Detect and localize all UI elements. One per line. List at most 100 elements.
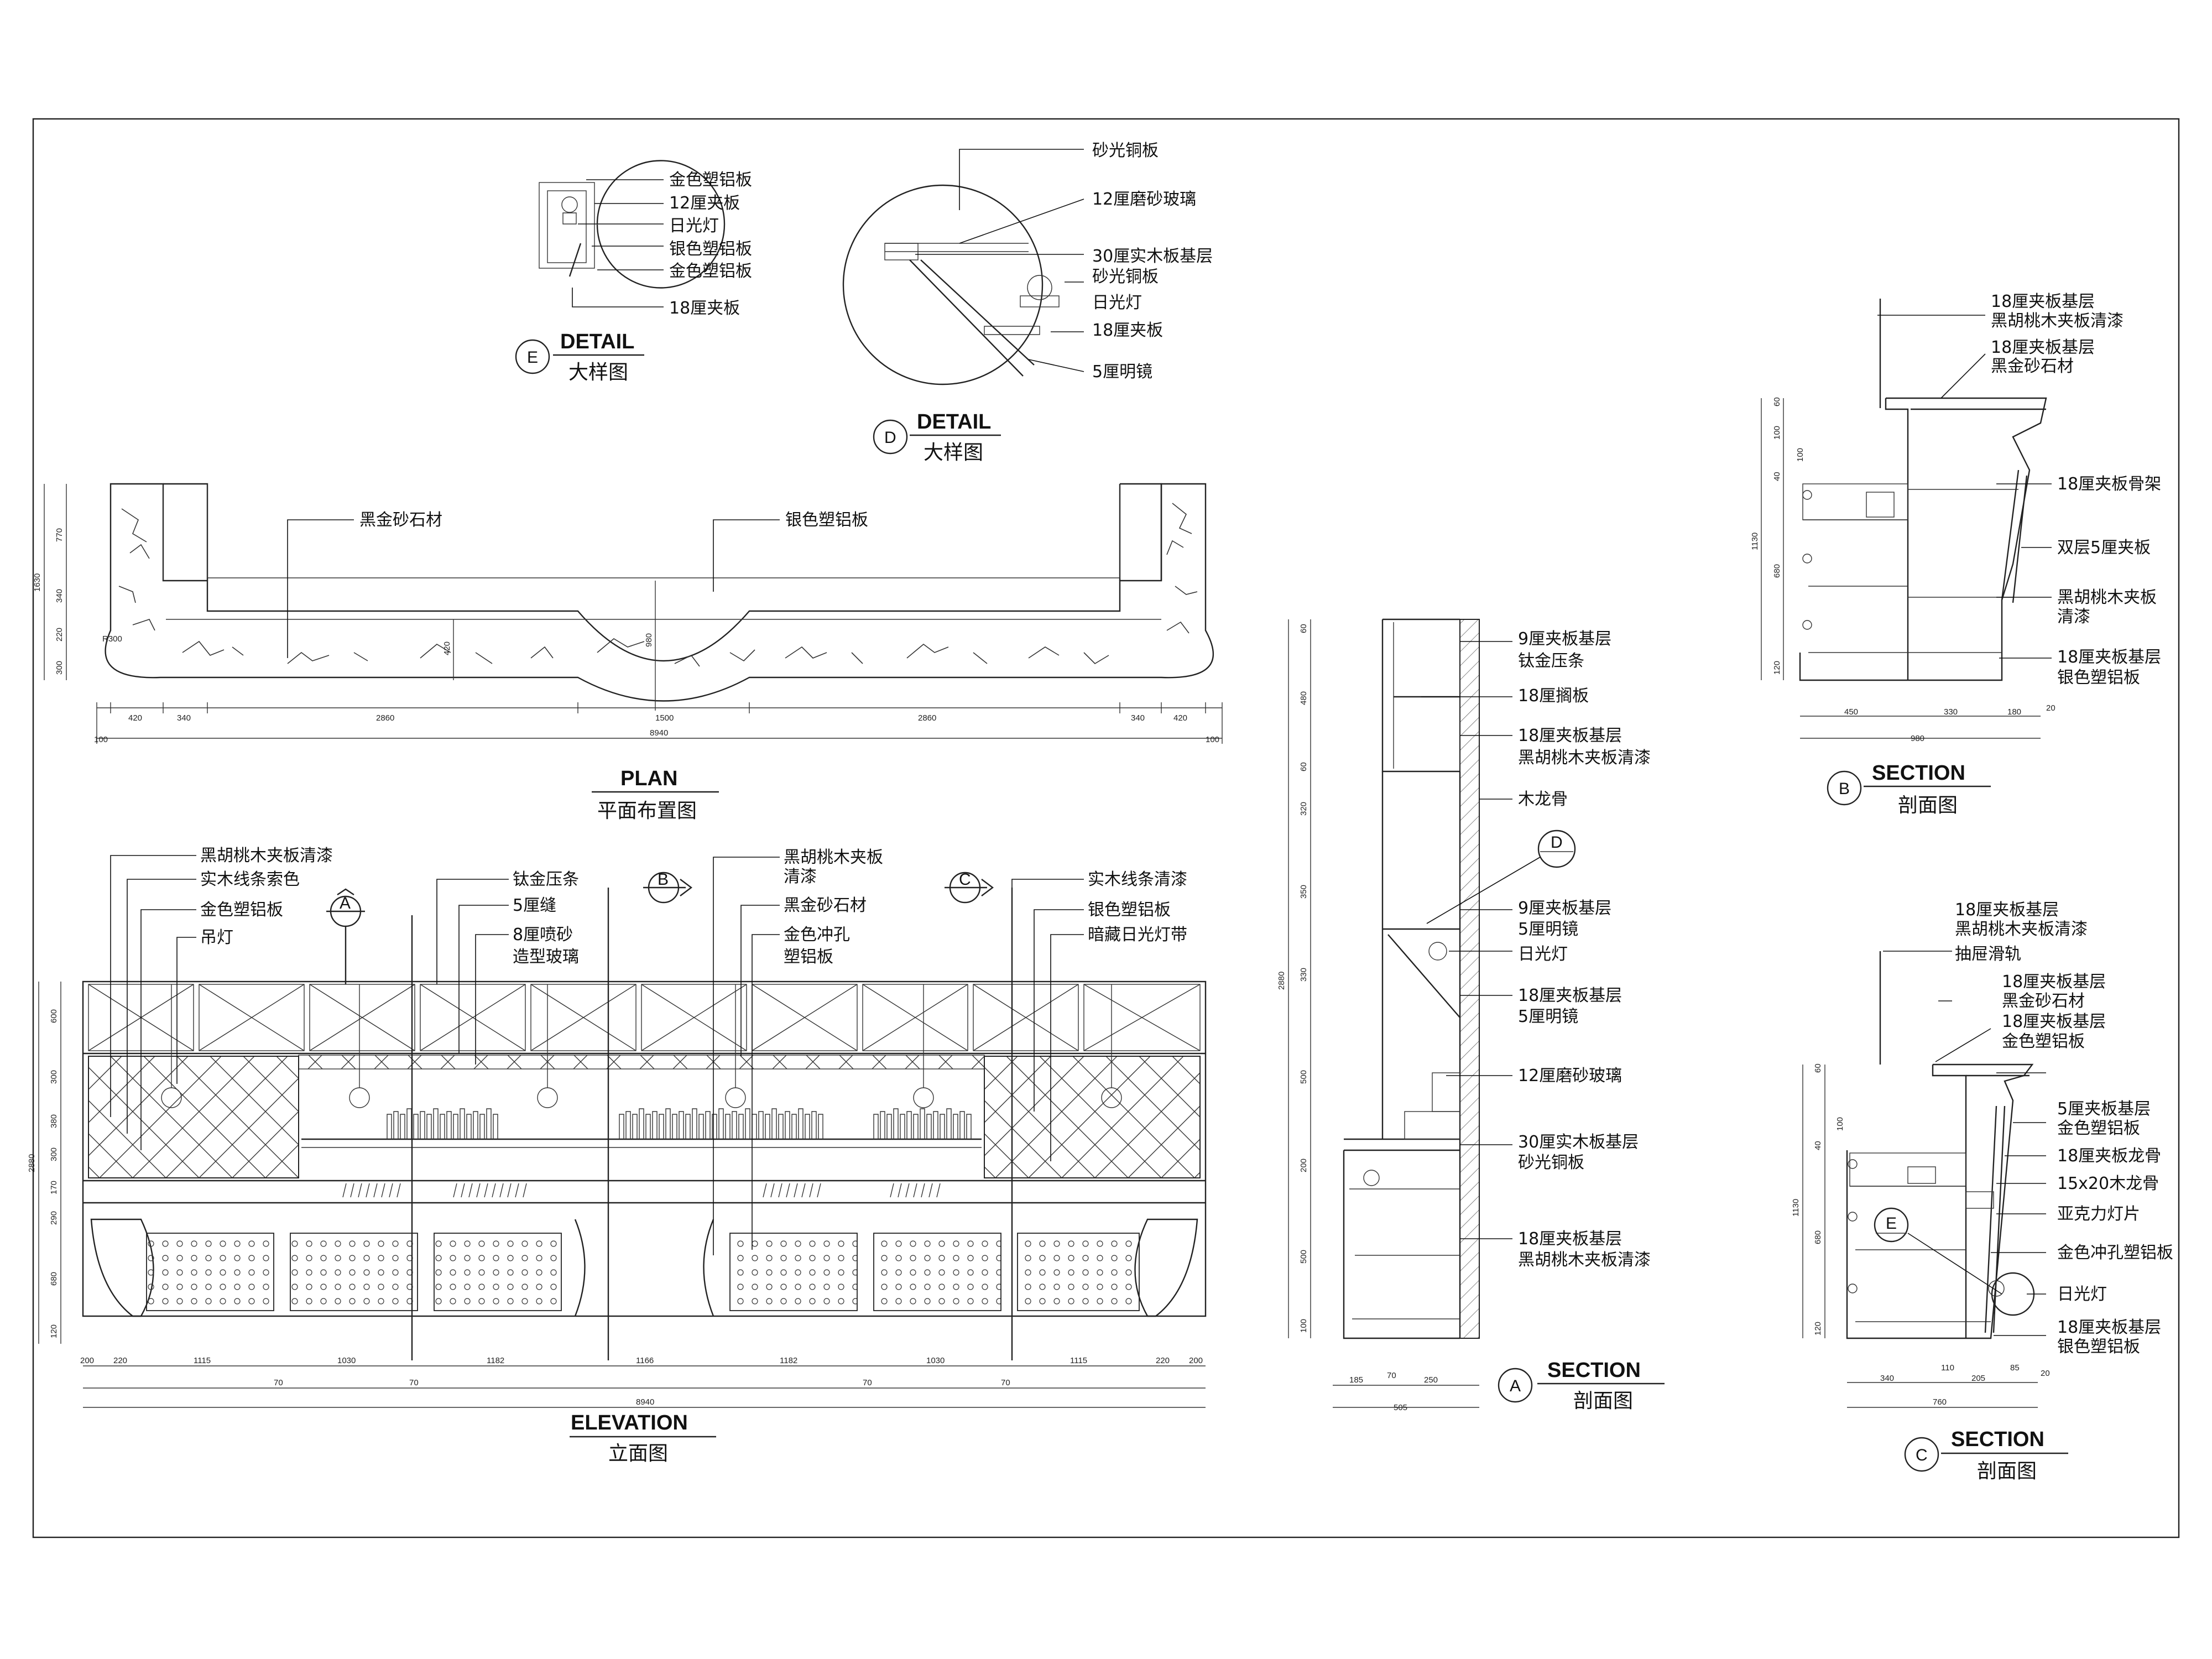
detail-e-label-1: 12厘夹板 xyxy=(669,194,740,213)
section-b-left-dim-3: 40 xyxy=(1772,472,1782,481)
elev-right-label-2: 暗藏日光灯带 xyxy=(1088,925,1187,945)
section-c-dim-2: 205 xyxy=(1971,1374,1985,1383)
section-c: E 18厘夹板基层 黑胡桃木夹板清漆 抽屉滑轨 18厘夹板基层 黑金砂石材 18… xyxy=(1791,900,2173,1483)
section-a-label-5: 木龙骨 xyxy=(1518,790,1568,809)
elev-mid2-label-4: 塑铝板 xyxy=(784,947,833,967)
elev-left-label-2: 金色塑铝板 xyxy=(200,900,283,920)
section-c-label-0: 18厘夹板基层 xyxy=(1955,900,2059,920)
elev-dim-3: 1030 xyxy=(337,1356,356,1365)
section-a-left-dim-6: 500 xyxy=(1299,1070,1308,1084)
detail-d-label-1: 12厘磨砂玻璃 xyxy=(1092,190,1196,209)
sheet-border xyxy=(32,118,2180,1538)
section-a-title: SECTION xyxy=(1547,1359,1641,1382)
detail-d-title: DETAIL xyxy=(917,410,991,434)
detail-e-marker: E xyxy=(527,348,538,367)
detail-d-label-0: 砂光铜板 xyxy=(1092,141,1159,160)
plan-dim-1: 420 xyxy=(128,713,142,723)
detail-e-label-2: 日光灯 xyxy=(669,216,719,236)
elev-left-dim-6: 680 xyxy=(49,1272,59,1286)
elev-dim-1: 220 xyxy=(113,1356,127,1365)
elev-dim-0: 200 xyxy=(80,1356,94,1365)
elev-dim-10: 200 xyxy=(1189,1356,1203,1365)
detail-d-label-2: 30厘实木板基层 xyxy=(1092,247,1213,266)
section-a-left-dim-7: 200 xyxy=(1299,1159,1308,1172)
plan-dim-6: 340 xyxy=(1131,713,1145,723)
section-c-label-2: 抽屉滑轨 xyxy=(1955,945,2021,964)
elev-left-dim-0: 600 xyxy=(49,1009,59,1023)
detail-e-label-0: 金色塑铝板 xyxy=(669,170,752,190)
elev-dim2-0: 70 xyxy=(274,1378,283,1387)
detail-d-label-4: 日光灯 xyxy=(1092,293,1142,312)
section-c-dim-4: 20 xyxy=(2041,1369,2050,1378)
section-a-label-2: 18厘搁板 xyxy=(1518,686,1589,706)
section-b-left-dim-4: 680 xyxy=(1772,564,1782,578)
elev-marker-c: C xyxy=(959,870,971,889)
section-b-dim-2: 180 xyxy=(2007,707,2021,717)
section-a-dim-1: 70 xyxy=(1387,1371,1396,1380)
section-b-dim-3: 20 xyxy=(2046,703,2056,713)
detail-d-label-6: 5厘明镜 xyxy=(1092,362,1152,382)
elev-mid2-label-2: 黑金砂石材 xyxy=(784,896,867,915)
detail-e: 金色塑铝板 12厘夹板 日光灯 银色塑铝板 金色塑铝板 18厘夹板 E DETA… xyxy=(515,160,752,384)
elev-dim-total: 8940 xyxy=(636,1397,654,1407)
section-c-detail-marker: E xyxy=(1886,1214,1897,1233)
section-a-label-12: 30厘实木板基层 xyxy=(1518,1133,1639,1152)
section-a-label-11: 12厘磨砂玻璃 xyxy=(1518,1066,1622,1086)
section-c-label-5: 18厘夹板基层 xyxy=(2002,1012,2106,1031)
detail-e-title: DETAIL xyxy=(560,330,634,353)
section-b-dim-total: 980 xyxy=(1911,734,1924,743)
plan-inner-dim-1: 980 xyxy=(644,633,654,647)
elev-marker-b: B xyxy=(658,870,669,889)
section-b-title: SECTION xyxy=(1872,761,1965,785)
section-b-label-1: 黑胡桃木夹板清漆 xyxy=(1991,311,2124,331)
elev-dim-6: 1182 xyxy=(780,1356,797,1365)
section-a-left-dim-total: 2880 xyxy=(1277,972,1286,990)
elevation-view: 黑胡桃木夹板清漆 实木线条索色 金色塑铝板 吊灯 钛金压条 5厘缝 8厘喷砂 造… xyxy=(27,846,1207,1465)
section-a-left-dim-0: 60 xyxy=(1299,624,1308,633)
section-b-label-6: 黑胡桃木夹板 xyxy=(2057,588,2157,607)
elev-left-label-0: 黑胡桃木夹板清漆 xyxy=(200,846,333,865)
section-c-subtitle: 剖面图 xyxy=(1977,1460,2037,1483)
section-b-label-3: 黑金砂石材 xyxy=(1991,357,2074,376)
section-a-left-dim-8: 500 xyxy=(1299,1250,1308,1264)
elevation-subtitle: 立面图 xyxy=(608,1442,668,1465)
plan-dim-total: 8940 xyxy=(650,728,668,738)
plan-dim-4: 1500 xyxy=(655,713,674,723)
plan-dim-5: 2860 xyxy=(918,713,936,723)
section-a-left-dim-9: 100 xyxy=(1299,1319,1308,1333)
section-a-dim-2: 250 xyxy=(1424,1375,1438,1385)
elev-right-label-1: 银色塑铝板 xyxy=(1088,900,1171,920)
section-a-label-10: 5厘明镜 xyxy=(1518,1007,1578,1026)
section-c-left-dim-3: 680 xyxy=(1813,1230,1823,1244)
detail-d: 砂光铜板 12厘磨砂玻璃 30厘实木板基层 砂光铜板 日光灯 18厘夹板 5厘明… xyxy=(842,141,1213,464)
elev-dim2-3: 70 xyxy=(1001,1378,1010,1387)
section-c-label-10: 15x20木龙骨 xyxy=(2057,1174,2159,1193)
section-a: D 9厘夹板基层 钛金压条 18厘搁板 18厘夹板基层 黑胡桃木夹板清漆 木龙骨… xyxy=(1277,618,1665,1412)
elev-left-dim-7: 120 xyxy=(49,1324,59,1338)
elev-left-dim-5: 290 xyxy=(49,1211,59,1225)
section-b-left-dim-2: 100 xyxy=(1796,448,1805,462)
elev-dim-8: 1115 xyxy=(1070,1356,1087,1365)
section-c-label-12: 金色冲孔塑铝板 xyxy=(2057,1243,2173,1262)
elev-left-dim-1: 300 xyxy=(49,1070,59,1084)
section-c-label-15: 银色塑铝板 xyxy=(2057,1337,2140,1357)
section-b-label-2: 18厘夹板基层 xyxy=(1991,338,2095,357)
plan-left-dim-1: 340 xyxy=(55,589,64,603)
section-a-label-7: 5厘明镜 xyxy=(1518,920,1578,939)
section-c-label-7: 5厘夹板基层 xyxy=(2057,1099,2151,1119)
plan-subtitle: 平面布置图 xyxy=(597,800,697,822)
elev-left-dim-total: 2880 xyxy=(27,1154,36,1172)
elev-right-label-0: 实木线条清漆 xyxy=(1088,870,1187,889)
section-b-label-4: 18厘夹板骨架 xyxy=(2057,474,2161,494)
section-c-title: SECTION xyxy=(1951,1428,2044,1451)
elev-left-label-3: 吊灯 xyxy=(200,928,233,947)
plan-view: 黑金砂石材 银色塑铝板 R300 100 420 340 2860 1500 2… xyxy=(33,483,1223,822)
detail-e-label-3: 银色塑铝板 xyxy=(669,239,752,259)
detail-d-marker: D xyxy=(884,429,896,447)
section-b-label-9: 银色塑铝板 xyxy=(2057,668,2140,687)
detail-e-label-4: 金色塑铝板 xyxy=(669,262,752,281)
section-b: 18厘夹板基层 黑胡桃木夹板清漆 18厘夹板基层 黑金砂石材 18厘夹板骨架 双… xyxy=(1750,292,2161,817)
elev-mid1-label-3: 造型玻璃 xyxy=(513,947,579,967)
elev-mid2-label-3: 金色冲孔 xyxy=(784,925,850,945)
section-a-label-15: 黑胡桃木夹板清漆 xyxy=(1518,1250,1651,1270)
